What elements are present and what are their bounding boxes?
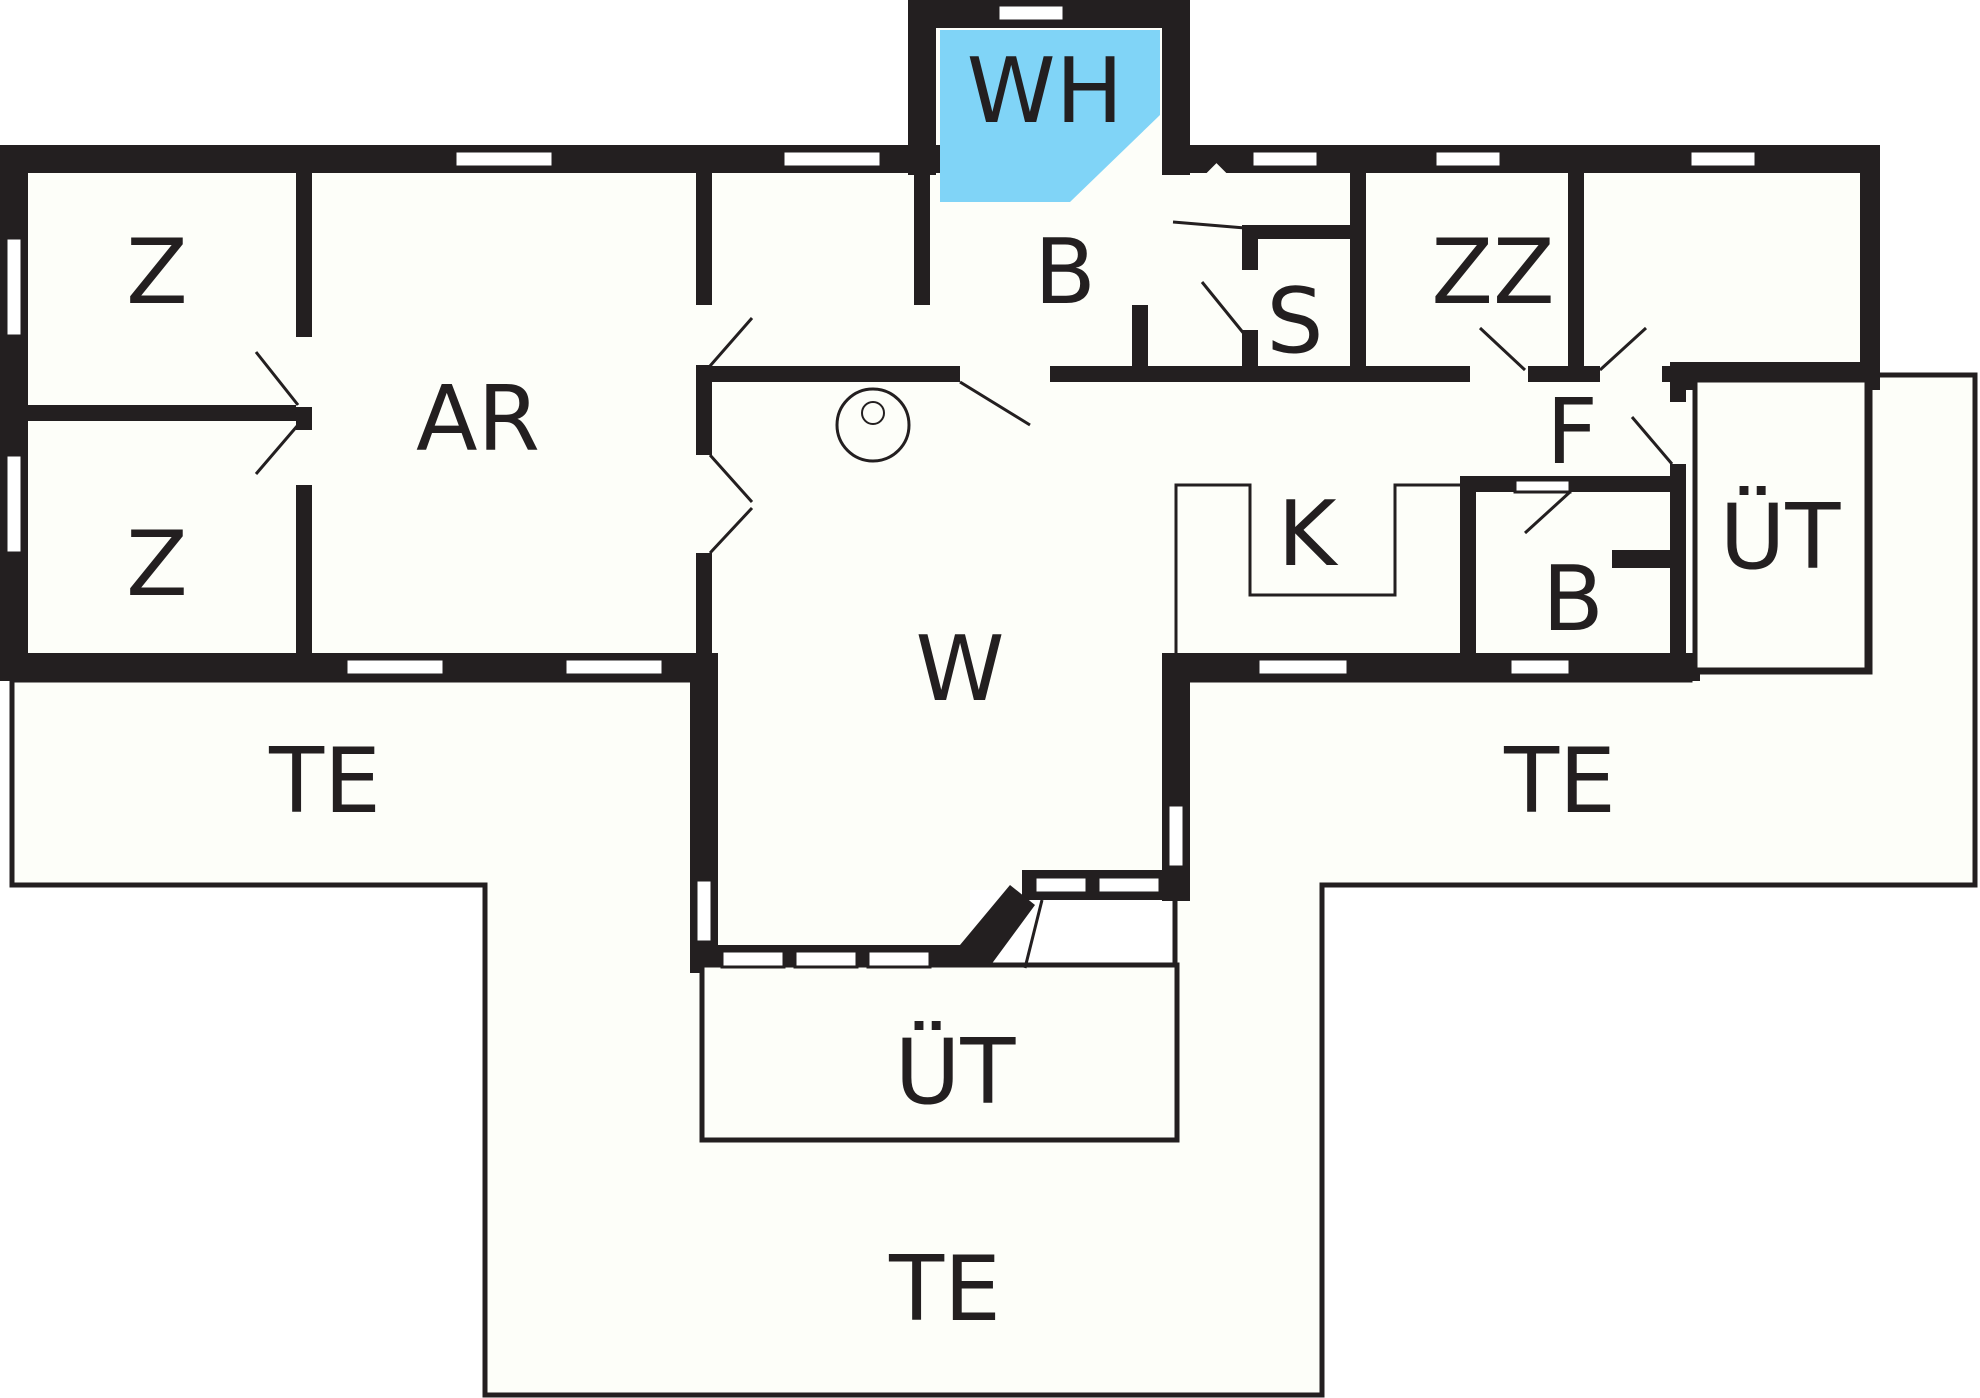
label-k: K bbox=[1277, 482, 1338, 587]
label-ut-bottom: ÜT bbox=[895, 1019, 1017, 1125]
label-z-lower: Z bbox=[126, 512, 188, 617]
utility-room-right bbox=[1692, 377, 1870, 673]
kitchen-counter bbox=[1174, 483, 1460, 665]
label-w: W bbox=[916, 617, 1005, 722]
door-openings bbox=[296, 163, 1686, 553]
label-te-right: TE bbox=[1503, 729, 1616, 834]
label-zz: ZZ bbox=[1431, 220, 1554, 325]
label-ar: AR bbox=[416, 367, 540, 472]
label-wh: WH bbox=[967, 39, 1124, 144]
label-bath-top: B bbox=[1034, 220, 1096, 325]
wellness-area bbox=[940, 30, 1160, 202]
label-f: F bbox=[1546, 380, 1598, 485]
label-te-bottom: TE bbox=[888, 1237, 1001, 1342]
utility-room-bottom bbox=[699, 962, 1180, 1143]
windows bbox=[4, 3, 1758, 969]
fireplace-icon bbox=[835, 387, 911, 463]
label-te-left: TE bbox=[268, 729, 381, 834]
label-z-upper: Z bbox=[126, 220, 188, 325]
room-labels: WH B ZZ Z Z AR S F K B ÜT W ÜT TE TE TE bbox=[126, 39, 1841, 1342]
door-swings bbox=[254, 220, 1674, 969]
label-ut-right: ÜT bbox=[1720, 484, 1842, 590]
label-bath-small: B bbox=[1542, 547, 1604, 652]
house-floor bbox=[20, 15, 1870, 962]
label-s: S bbox=[1266, 269, 1323, 374]
